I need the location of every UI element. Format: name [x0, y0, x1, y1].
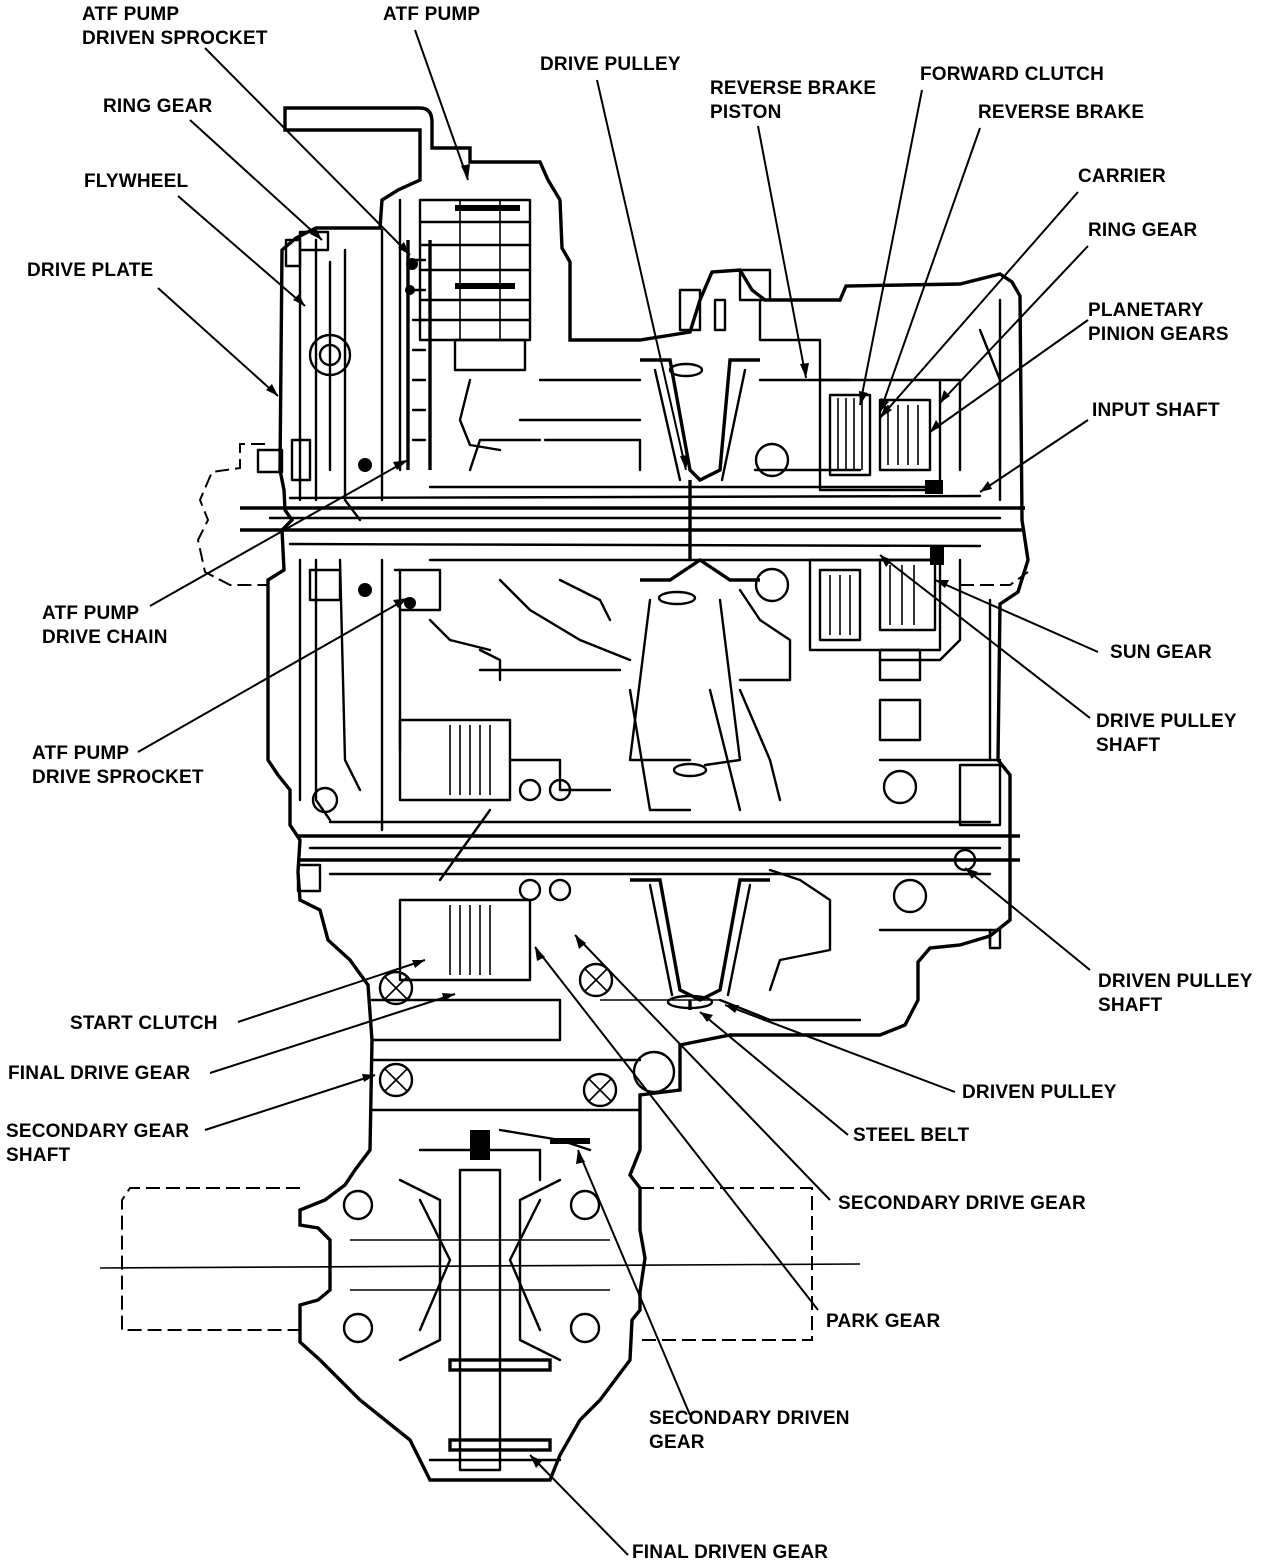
label-ring-gear-right: RING GEAR — [1088, 220, 1198, 241]
label-atf-pump: ATF PUMP — [383, 4, 481, 25]
label-line: SHAFT — [1096, 735, 1161, 756]
label-line: REVERSE BRAKE — [710, 78, 877, 99]
label-line: SHAFT — [1098, 995, 1163, 1016]
label-line: PLANETARY — [1088, 300, 1204, 321]
label-start-clutch: START CLUTCH — [70, 1013, 218, 1034]
label-input-shaft: INPUT SHAFT — [1092, 400, 1220, 421]
label-line: SECONDARY DRIVEN — [649, 1408, 850, 1429]
label-line: ATF PUMP — [32, 743, 130, 764]
right-case-details — [678, 268, 1002, 950]
label-planetary-pinion-gears: PLANETARY PINION GEARS — [1088, 299, 1229, 347]
label-line: DRIVEN SPROCKET — [82, 28, 268, 49]
label-ring-gear-left: RING GEAR — [103, 96, 213, 117]
label-driven-pulley: DRIVEN PULLEY — [962, 1082, 1117, 1103]
label-atf-pump-driven-sprocket: ATF PUMP DRIVEN SPROCKET — [82, 3, 268, 51]
atf-pump-drawing — [418, 198, 542, 472]
input-shaft-drawing — [240, 485, 1025, 562]
label-line: DRIVE CHAIN — [42, 627, 168, 648]
differential-case-outline — [99, 1187, 861, 1341]
leader-lines — [137, 29, 1099, 1556]
label-drive-pulley-shaft: DRIVE PULLEY SHAFT — [1096, 710, 1237, 758]
arrowheads — [266, 164, 992, 1468]
differential-drawing — [350, 998, 642, 1472]
label-flywheel: FLYWHEEL — [84, 171, 189, 192]
label-drive-pulley: DRIVE PULLEY — [540, 54, 681, 75]
label-secondary-gear-shaft: SECONDARY GEAR SHAFT — [6, 1120, 189, 1168]
label-sun-gear: SUN GEAR — [1110, 642, 1212, 663]
label-atf-pump-drive-sprocket: ATF PUMP DRIVE SPROCKET — [32, 742, 204, 790]
label-reverse-brake-piston: REVERSE BRAKE PISTON — [710, 77, 876, 125]
label-park-gear: PARK GEAR — [826, 1311, 941, 1332]
label-line: PINION GEARS — [1088, 324, 1229, 345]
label-line: GEAR — [649, 1432, 705, 1453]
label-secondary-driven-gear: SECONDARY DRIVEN GEAR — [649, 1407, 850, 1455]
label-steel-belt: STEEL BELT — [853, 1125, 970, 1146]
atf-pump-chain-drawing — [358, 240, 442, 612]
start-clutch-drawing — [398, 618, 612, 982]
planetary-gearset-drawing — [754, 298, 962, 742]
steel-belt-drawing — [600, 480, 720, 1010]
label-line: PISTON — [710, 102, 782, 123]
label-secondary-drive-gear: SECONDARY DRIVE GEAR — [838, 1193, 1086, 1214]
label-line: ATF PUMP — [82, 4, 180, 25]
label-line: DRIVE PULLEY — [1096, 711, 1237, 732]
label-final-driven-gear: FINAL DRIVEN GEAR — [632, 1542, 829, 1563]
label-forward-clutch: FORWARD CLUTCH — [920, 64, 1104, 85]
label-line: SECONDARY GEAR — [6, 1121, 190, 1142]
label-line: ATF PUMP — [42, 603, 140, 624]
label-drive-plate: DRIVE PLATE — [27, 260, 154, 281]
label-line: DRIVE SPROCKET — [32, 767, 204, 788]
bearings — [342, 769, 928, 1344]
label-driven-pulley-shaft: DRIVEN PULLEY SHAFT — [1098, 970, 1253, 1018]
driven-pulley-drawing — [628, 688, 862, 1022]
label-final-drive-gear: FINAL DRIVE GEAR — [8, 1063, 191, 1084]
label-carrier: CARRIER — [1078, 166, 1166, 187]
flywheel-drawing — [256, 230, 352, 893]
driven-shaft-drawing — [298, 820, 1020, 876]
engine-outline-left — [196, 443, 1029, 586]
drive-pulley-drawing — [478, 358, 862, 767]
label-reverse-brake: REVERSE BRAKE — [978, 102, 1145, 123]
label-atf-pump-drive-chain: ATF PUMP DRIVE CHAIN — [42, 602, 168, 650]
label-line: SHAFT — [6, 1145, 71, 1166]
label-line: DRIVEN PULLEY — [1098, 971, 1253, 992]
